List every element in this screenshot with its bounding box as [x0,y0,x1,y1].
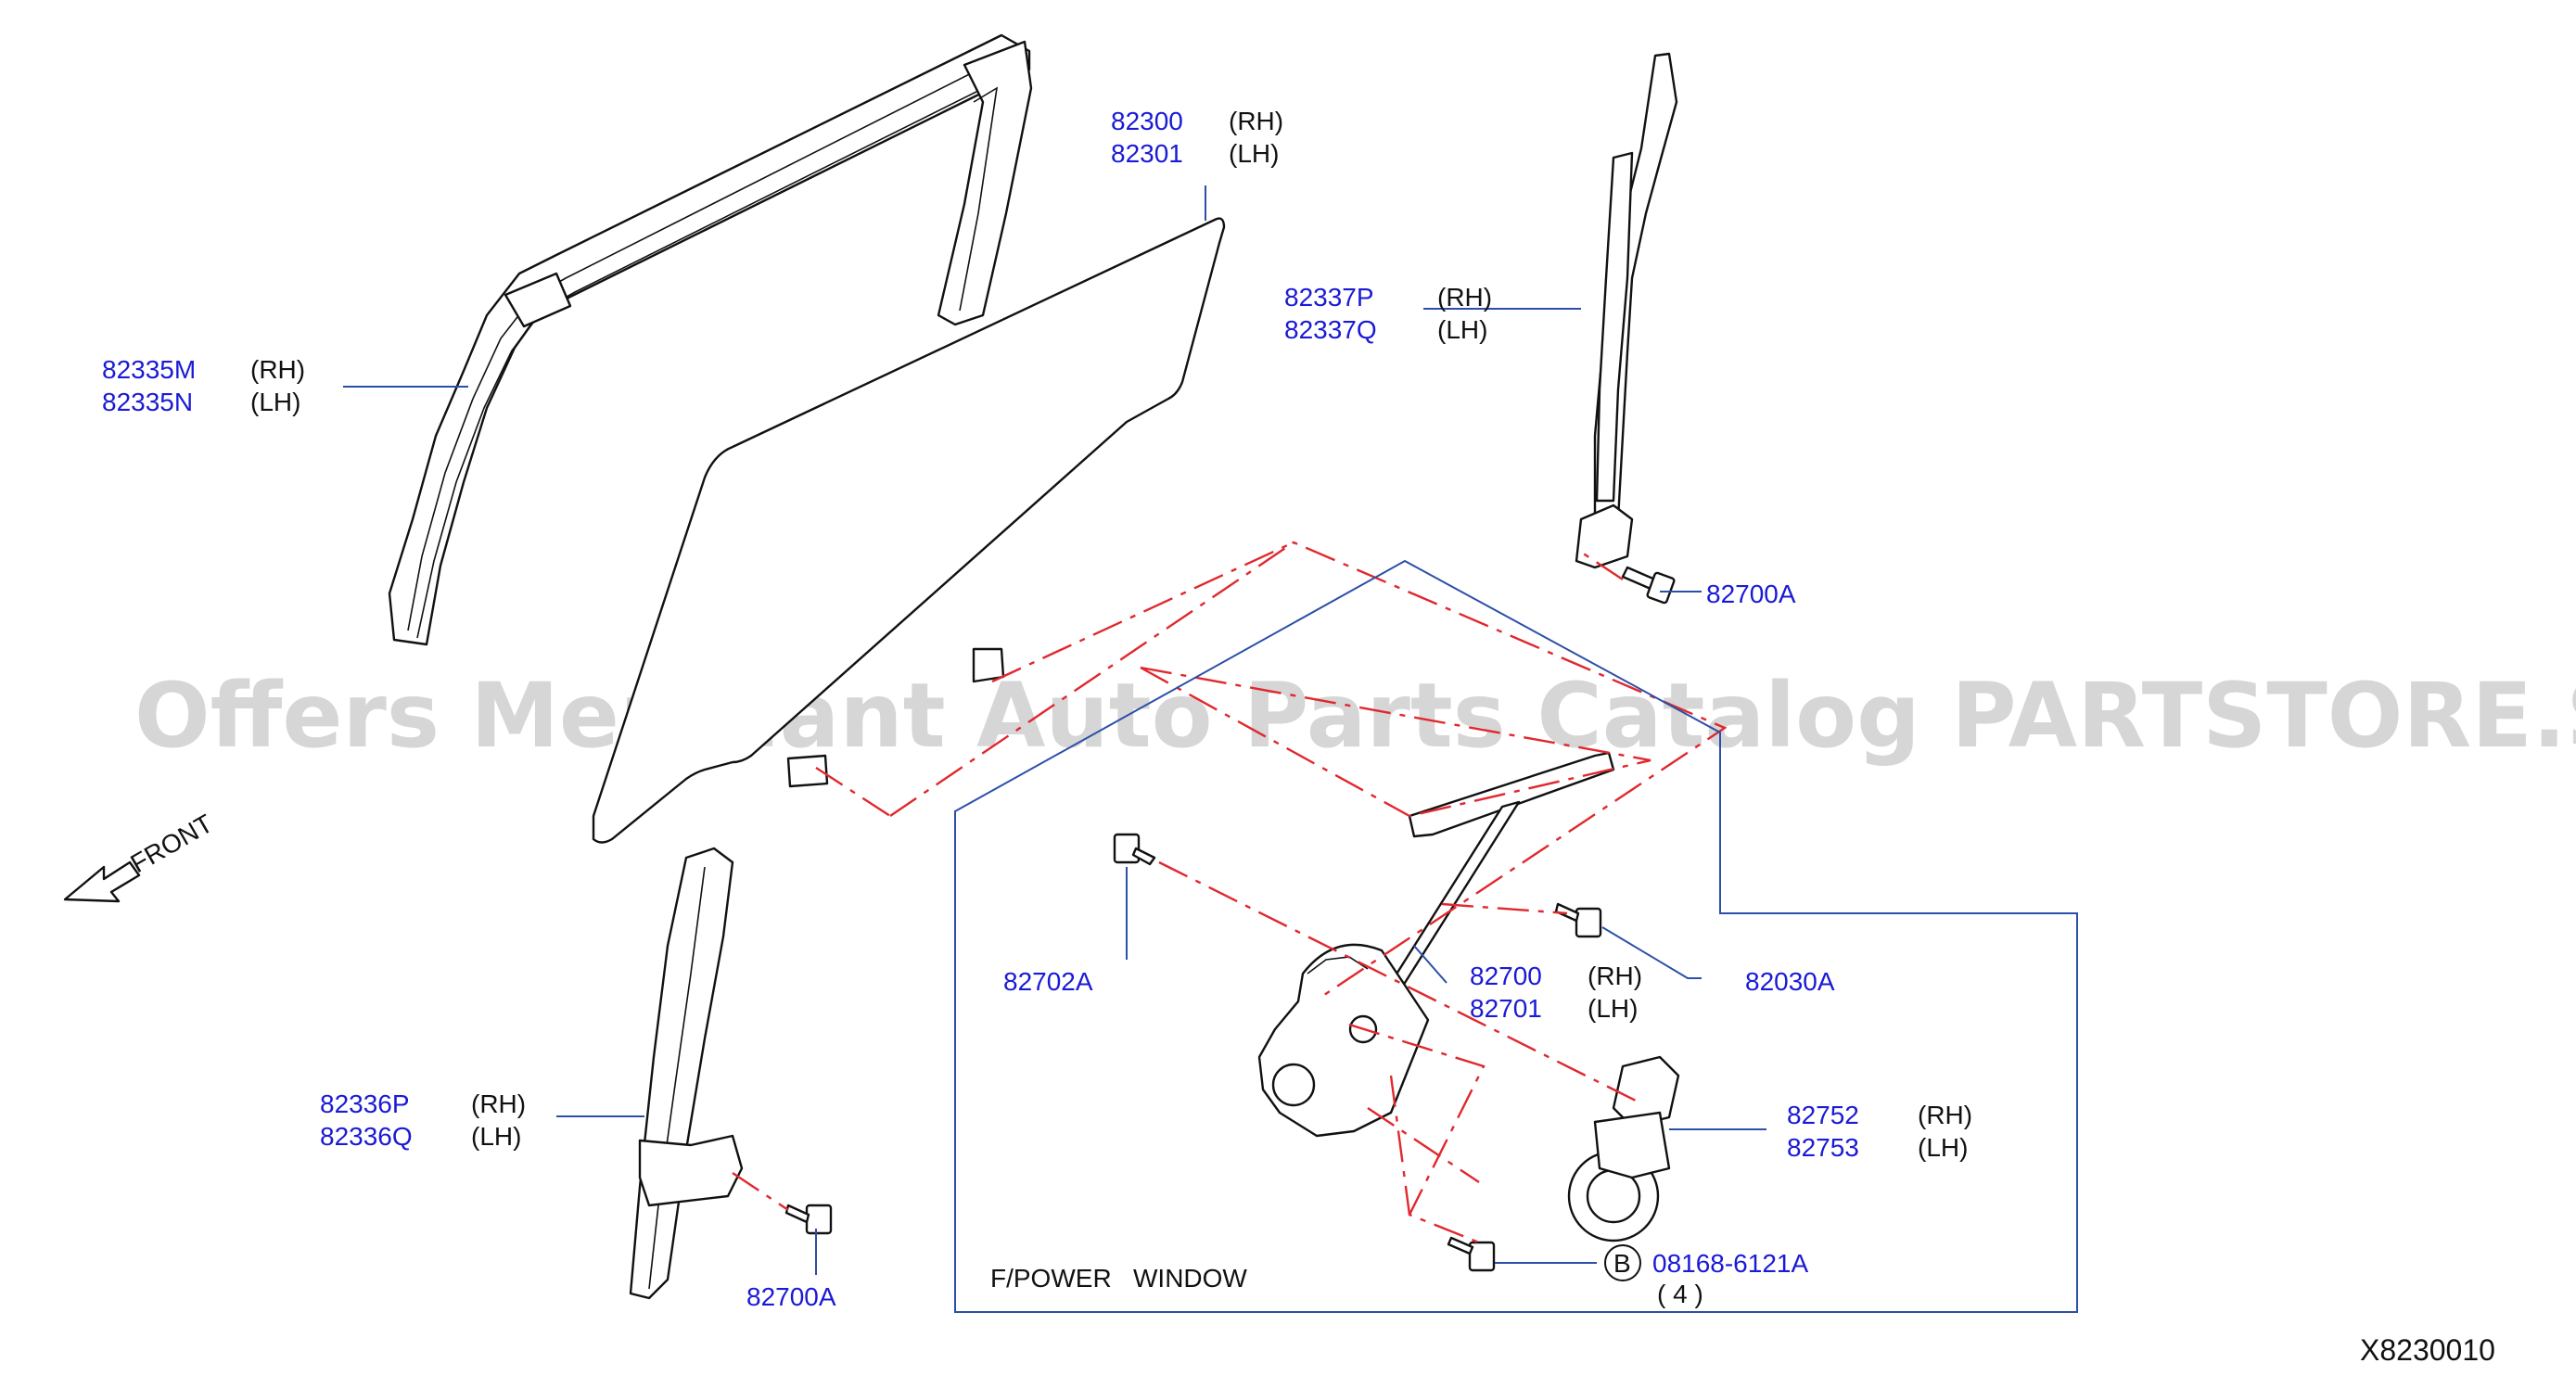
side-label: (LH) [1437,315,1487,344]
side-label: (LH) [1588,994,1638,1023]
side-label: (LH) [250,388,300,416]
part-number: 82752 [1787,1101,1859,1129]
watermark-text: Offers Merchant Auto Parts Catalog PARTS… [134,664,2576,768]
part-number: 82700A [1706,580,1796,608]
label-08168-6121A[interactable]: B 08168-6121A ( 4 ) [1604,1244,1808,1308]
side-label: (RH) [1229,107,1283,135]
rear-rail-lower[interactable] [629,847,744,1300]
label-82030A[interactable]: 82030A [1745,967,1835,996]
bolt-08168[interactable] [1447,1236,1496,1272]
bolt-82702A[interactable] [1113,833,1156,866]
part-number: 82335M [102,355,196,384]
label-82300[interactable]: 82300 (RH) 82301 (LH) [1111,107,1283,168]
side-label: (RH) [1588,962,1642,990]
side-label: (LH) [471,1122,521,1151]
part-number: 82301 [1111,139,1183,168]
part-number: 82336P [320,1089,410,1118]
door-sash-channel[interactable] [388,33,1033,646]
label-82700A-bottom[interactable]: 82700A [746,1282,836,1311]
part-number: 82700A [746,1282,836,1311]
part-number: 82337Q [1284,315,1377,344]
leader-lines [343,185,1766,1275]
label-82702A[interactable]: 82702A [1003,967,1093,996]
label-82335M[interactable]: 82335M (RH) 82335N (LH) [102,355,305,416]
label-82336P[interactable]: 82336P (RH) 82336Q (LH) [320,1089,526,1151]
bolt-82700A-top[interactable] [1621,566,1676,605]
part-number: 82337P [1284,283,1374,312]
side-label: (RH) [250,355,305,384]
part-number: 82701 [1470,994,1542,1023]
part-number: 82300 [1111,107,1183,135]
part-number: 82702A [1003,967,1093,996]
part-number: 82336Q [320,1122,413,1151]
bolt-82700A-bottom[interactable] [784,1204,833,1235]
label-82752[interactable]: 82752 (RH) 82753 (LH) [1787,1101,1972,1162]
side-label: (RH) [1437,283,1492,312]
front-arrow-icon: FRONT [63,809,218,903]
front-rail-upper[interactable] [1575,52,1678,569]
door-glass[interactable] [592,217,1226,844]
label-82337P[interactable]: 82337P (RH) 82337Q (LH) [1284,283,1492,344]
quantity-label: ( 4 ) [1657,1280,1703,1308]
section-title: F/POWER WINDOW [990,1264,1247,1293]
window-motor[interactable] [1567,1055,1680,1242]
window-regulator[interactable] [1257,751,1615,1138]
front-label: FRONT [126,809,218,878]
badge-letter: B [1613,1249,1631,1278]
section-outline [954,559,2078,1313]
side-label: (RH) [1918,1101,1972,1129]
part-number: 82700 [1470,962,1542,990]
diagram-code: X8230010 [2360,1333,2495,1367]
installation-centerlines [732,541,1728,1244]
part-number: 82335N [102,388,193,416]
part-number: 08168-6121A [1652,1249,1808,1278]
side-label: (LH) [1229,139,1279,168]
reference-badge [1604,1244,1641,1281]
part-number: 82030A [1745,967,1835,996]
side-label: (LH) [1918,1133,1968,1162]
label-82700[interactable]: 82700 (RH) 82701 (LH) [1470,962,1642,1023]
bolt-82030A[interactable] [1554,902,1602,938]
side-label: (RH) [471,1089,526,1118]
part-number: 82753 [1787,1133,1859,1162]
label-82700A-top[interactable]: 82700A [1706,580,1796,608]
